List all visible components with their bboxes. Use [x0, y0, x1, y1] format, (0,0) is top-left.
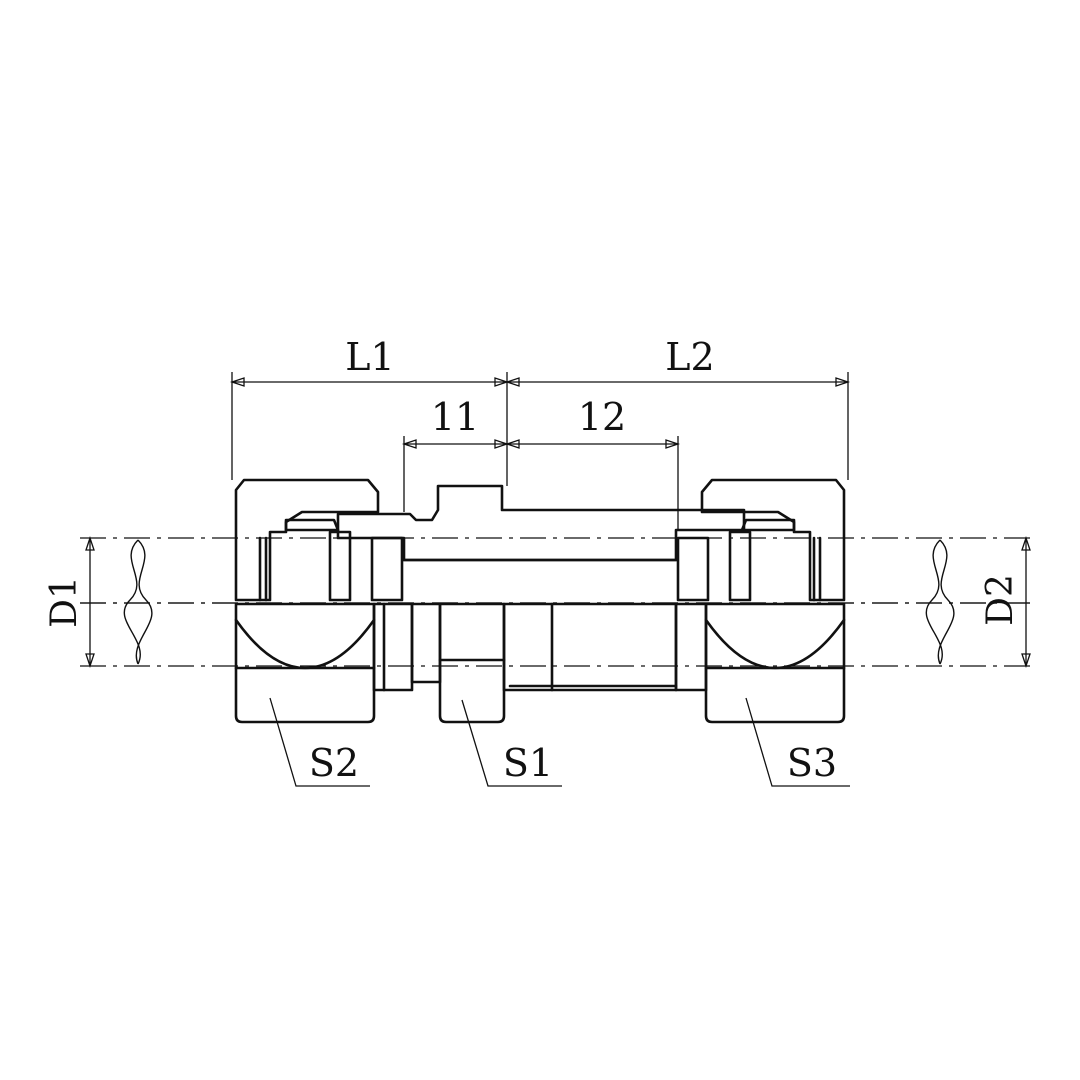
leader-S3 [745, 697, 850, 787]
left-ferrule [258, 518, 404, 602]
dim-L1-L2 [229, 372, 851, 486]
dim-label-L1: L1 [345, 335, 394, 379]
dim-label-l2: 12 [578, 395, 626, 439]
body-hex [438, 602, 506, 724]
dim-D1 [85, 535, 95, 669]
wrench-label-S2: S2 [309, 741, 359, 785]
dim-label-D2: D2 [980, 574, 1021, 626]
wrench-label-S1: S1 [503, 741, 553, 785]
leader-S1 [461, 699, 562, 787]
right-nut-hex [704, 602, 846, 724]
dim-l1-l2 [401, 436, 681, 530]
left-collar [372, 602, 442, 692]
leader-S2 [269, 697, 370, 787]
right-ferrule [676, 518, 822, 602]
dim-label-L2: L2 [665, 335, 714, 379]
right-nut-section [700, 478, 846, 602]
body-thread [502, 602, 708, 692]
tube-lines [80, 537, 1030, 667]
left-nut-section [234, 478, 380, 602]
left-nut-hex [234, 602, 376, 724]
dim-D2 [1021, 535, 1031, 669]
body-section [336, 484, 746, 562]
dim-label-l1: 11 [431, 395, 479, 439]
dim-label-D1: D1 [44, 576, 85, 628]
tube-break-right [925, 539, 955, 665]
wrench-label-S3: S3 [787, 741, 837, 785]
tube-break-left [123, 539, 153, 665]
